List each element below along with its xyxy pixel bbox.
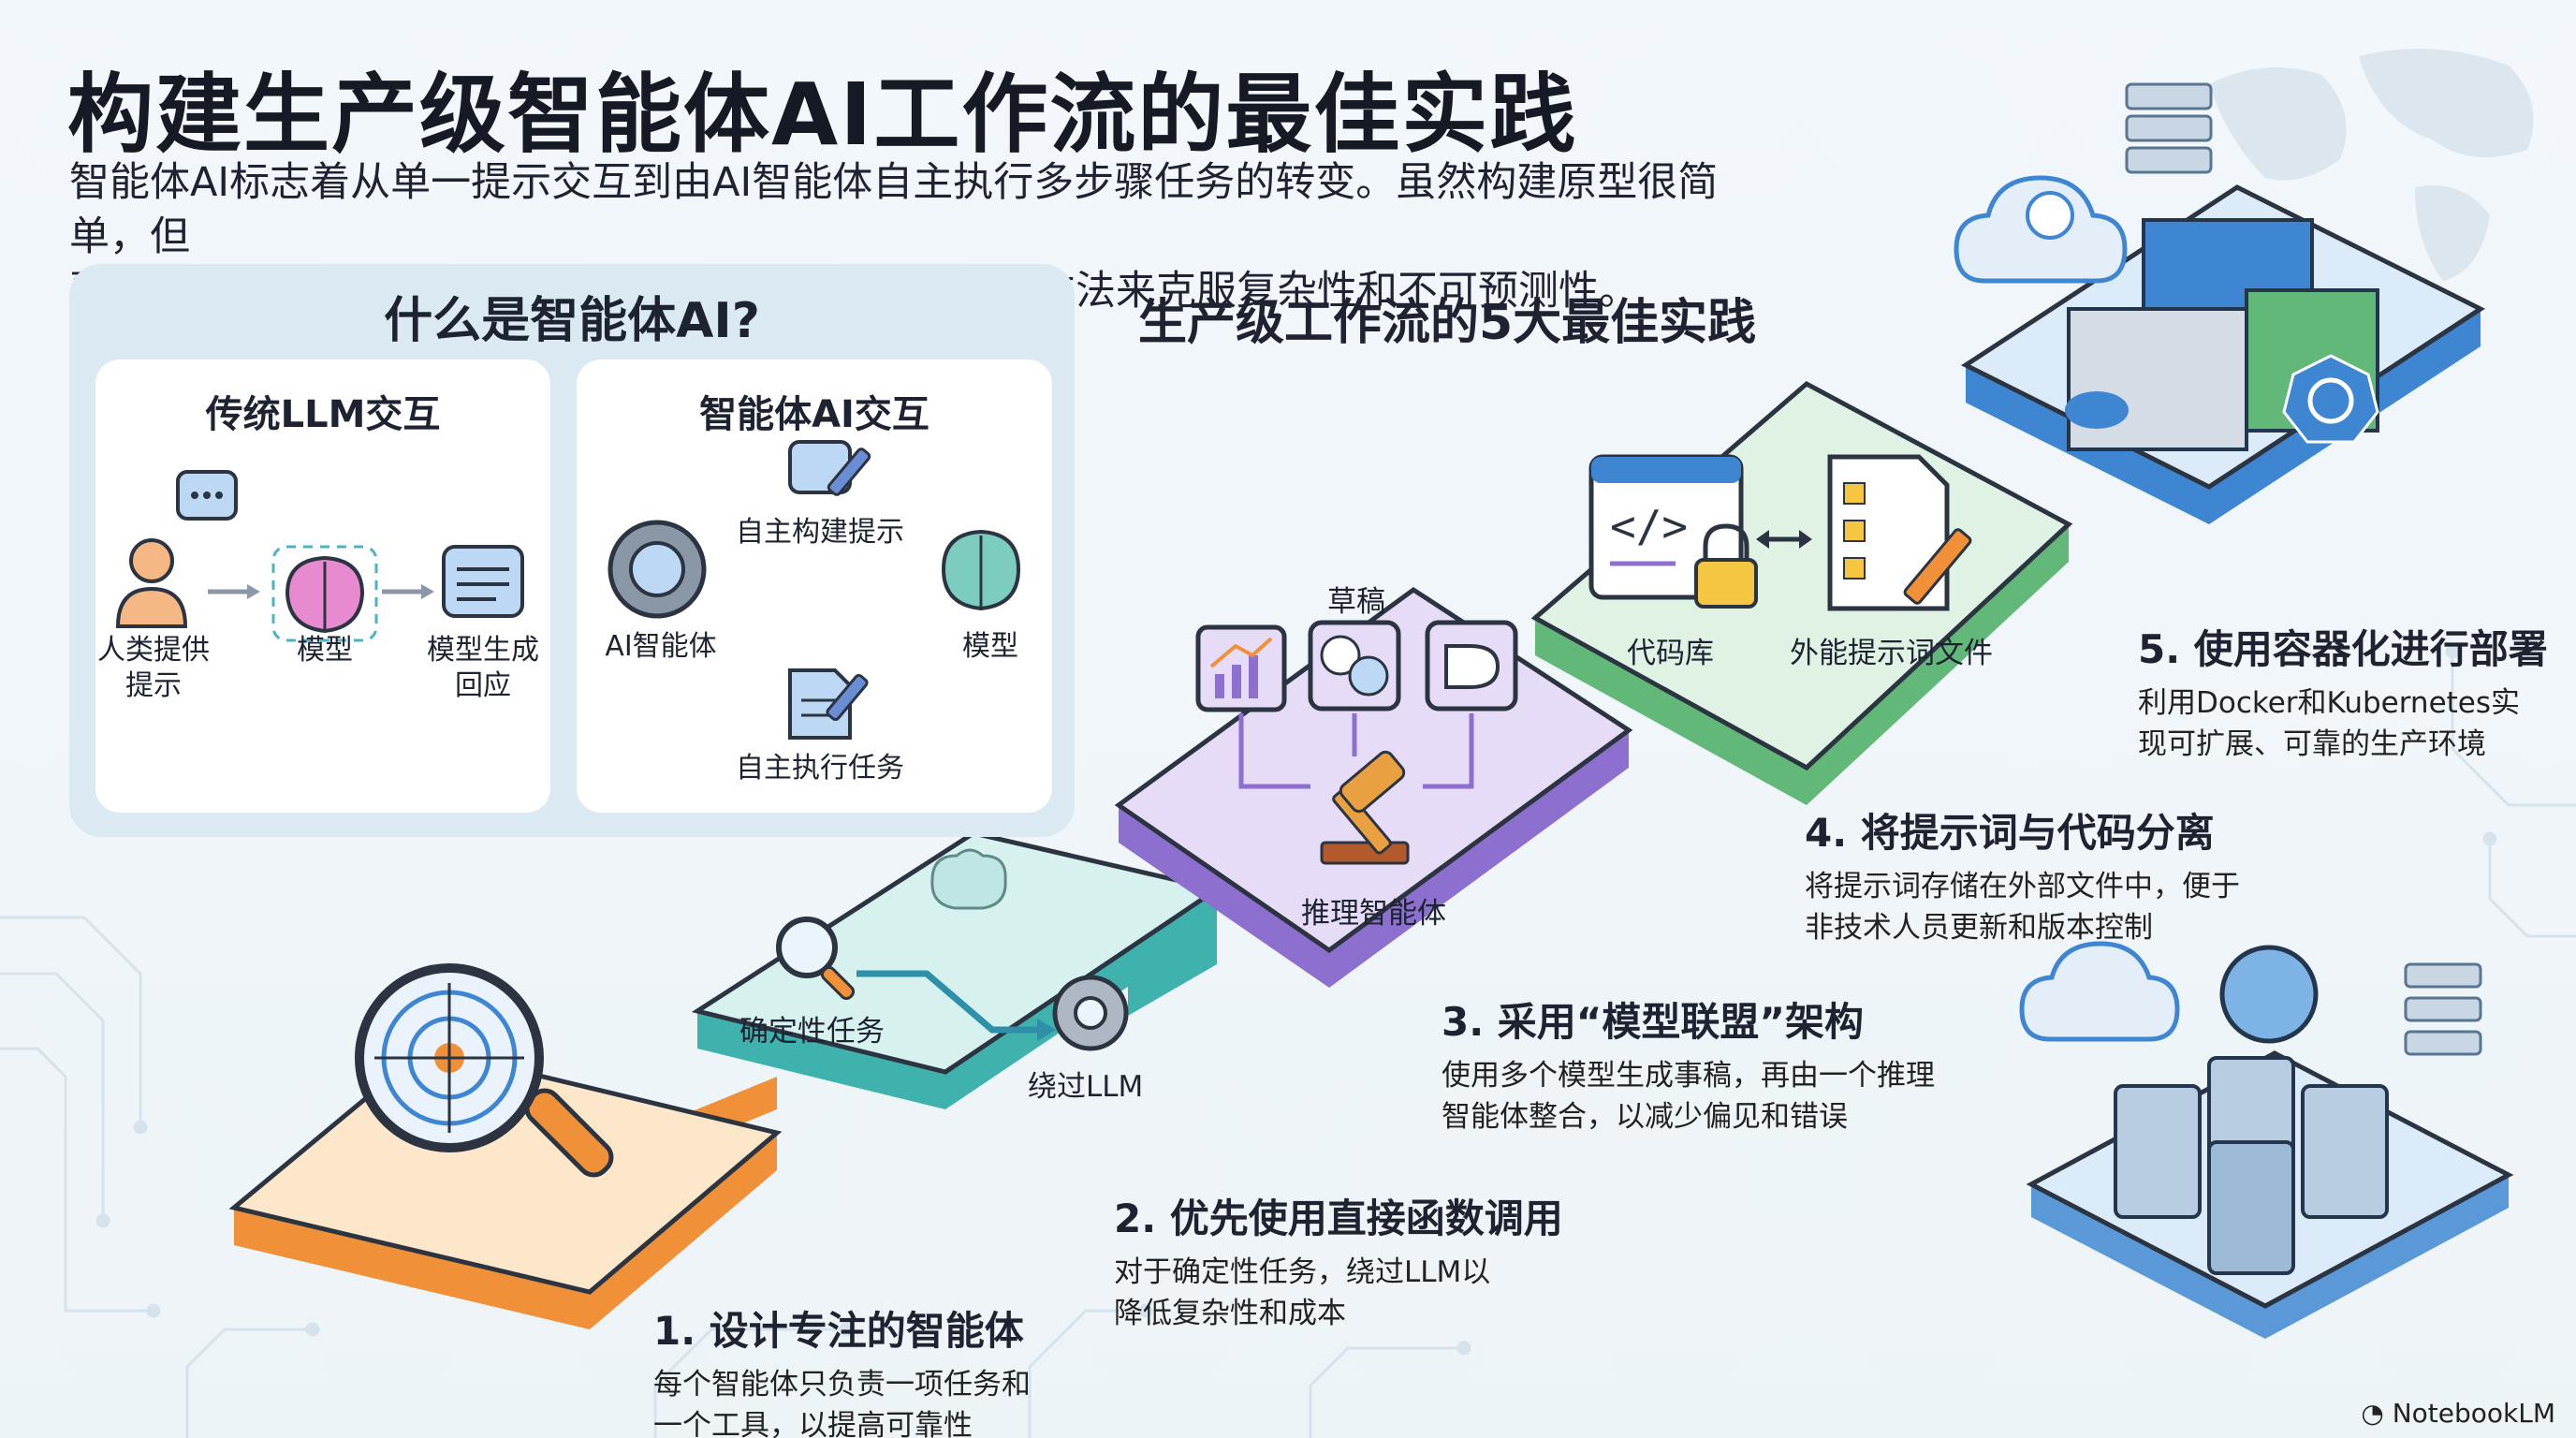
pencil-icon [1903,528,1972,605]
step-5-title: 5. 使用容器化进行部署 [2138,626,2548,672]
step-1-title: 1. 设计专注的智能体 [653,1308,1024,1354]
translate-icon [1308,620,1401,712]
bypass-arrow [856,970,1039,1034]
step-1-desc-line-2: 一个工具，以提高可靠性 [653,1409,973,1438]
target-magnifier-icon [355,963,614,1178]
ai-agent-label: AI智能体 [605,630,717,663]
agentic-card-title: 智能体AI交互 [699,393,929,436]
world-map-decoration [2209,49,2534,281]
brand-label: NotebookLM [2392,1398,2555,1429]
step-1-desc-line-1: 每个智能体只负责一项任务和 [653,1368,1031,1401]
step-2-title: 2. 优先使用直接函数调用 [1114,1196,1563,1241]
cloud-globe-icon [1954,175,2128,284]
traditional-card-title: 传统LLM交互 [205,393,441,436]
response-label: 模型生成 回应 [427,634,539,702]
prompt-edit-icon [788,440,871,496]
what-is-title: 什么是智能体AI? [384,293,760,349]
task-document-icon [788,668,869,740]
notebooklm-logo-icon: ◔ [2361,1398,2393,1429]
magnifier-icon [776,917,856,1001]
circuit-decoration [0,644,2576,1438]
step-5-desc-line-1: 利用Docker和Kubernetes实 [2138,686,2521,720]
step-3-desc-line-2: 智能体整合，以减少偏见和错误 [1442,1100,1848,1134]
step-2: 2. 优先使用直接函数调用 对于确定性任务，绕过LLM以 降低复杂性和成本 [1114,1187,1563,1334]
tile-focused-agent [228,1046,783,1329]
best-practices-title: 生产级工作流的5大最佳实践 [1138,295,1757,351]
person-icon [115,538,188,628]
svg-text:</>: </> [1610,501,1688,551]
step-4-title: 4. 将提示词与代码分离 [1805,810,2215,856]
code-repo-label: 代码库 [1627,637,1714,670]
step-1: 1. 设计专注的智能体 每个智能体只负责一项任务和 一个工具，以提高可靠性 [653,1299,1031,1438]
step-3: 3. 采用“模型联盟”架构 使用多个模型生成事稿，再由一个推理 智能体整合，以减… [1442,990,1935,1137]
step-3-desc-line-1: 使用多个模型生成事稿，再由一个推理 [1442,1059,1935,1093]
kubernetes-icon [2282,354,2379,444]
traditional-flow-diagram [115,470,524,642]
brain-icon [941,529,1021,611]
agentic-ai-card: 智能体AI交互 AI智能体 自主构建提示 模型 自主执行任务 [577,360,1052,813]
gear-icon [607,520,707,619]
auto-task-label: 自主执行任务 [736,752,904,785]
external-prompt-files-label: 外能提示词文件 [1790,637,1993,670]
deterministic-task-label: 确定性任务 [739,1015,885,1049]
traditional-llm-card: 传统LLM交互 人类提供 提示 模型 模型生成 回应 [95,360,550,813]
agentic-model-label: 模型 [962,630,1018,663]
brain-icon [271,545,378,642]
brain-icon [930,848,1007,910]
gear-icon [1052,975,1129,1051]
lock-icon [1694,523,1758,609]
auto-prompt-label: 自主构建提示 [736,516,904,549]
server-stack-icon [2125,82,2213,174]
step-3-title: 3. 采用“模型联盟”架构 [1442,999,1865,1045]
brand-watermark: ◔ NotebookLM [2361,1398,2555,1429]
reasoning-agent-label: 推理智能体 [1301,897,1446,931]
step-4-desc-line-1: 将提示词存储在外部文件中，便于 [1805,870,2240,903]
logic-gate-icon [1425,620,1518,712]
agentic-flow-diagram [607,440,1021,740]
bypass-llm-label: 绕过LLM [1028,1070,1144,1104]
intro-line-1: 智能体AI标志着从单一提示交互到由AI智能体自主执行多步骤任务的转变。虽然构建原… [69,159,1719,260]
swap-arrow-icon [1756,530,1812,549]
step-4: 4. 将提示词与代码分离 将提示词存储在外部文件中，便于 非技术人员更新和版本控… [1805,801,2240,948]
chart-icon [1195,624,1287,712]
draft-arrows [1238,713,1474,789]
page-title: 构建生产级智能体AI工作流的最佳实践 [67,65,1578,165]
response-chat-icon [442,545,524,618]
step-2-desc-line-1: 对于确定性任务，绕过LLM以 [1114,1255,1491,1289]
server-cluster-icon [2019,941,2482,1275]
gavel-icon [1320,750,1410,865]
step-5: 5. 使用容器化进行部署 利用Docker和Kubernetes实 现可扩展、可… [2138,618,2548,765]
step-5-desc-line-2: 现可扩展、可靠的生产环境 [2138,727,2486,761]
model-label: 模型 [297,634,353,667]
chat-icon [176,470,238,521]
step-2-desc-line-2: 降低复杂性和成本 [1114,1297,1346,1330]
human-prompt-label: 人类提供 提示 [97,634,210,702]
step-4-desc-line-2: 非技术人员更新和版本控制 [1805,911,2153,945]
draft-label: 草稿 [1327,585,1385,619]
